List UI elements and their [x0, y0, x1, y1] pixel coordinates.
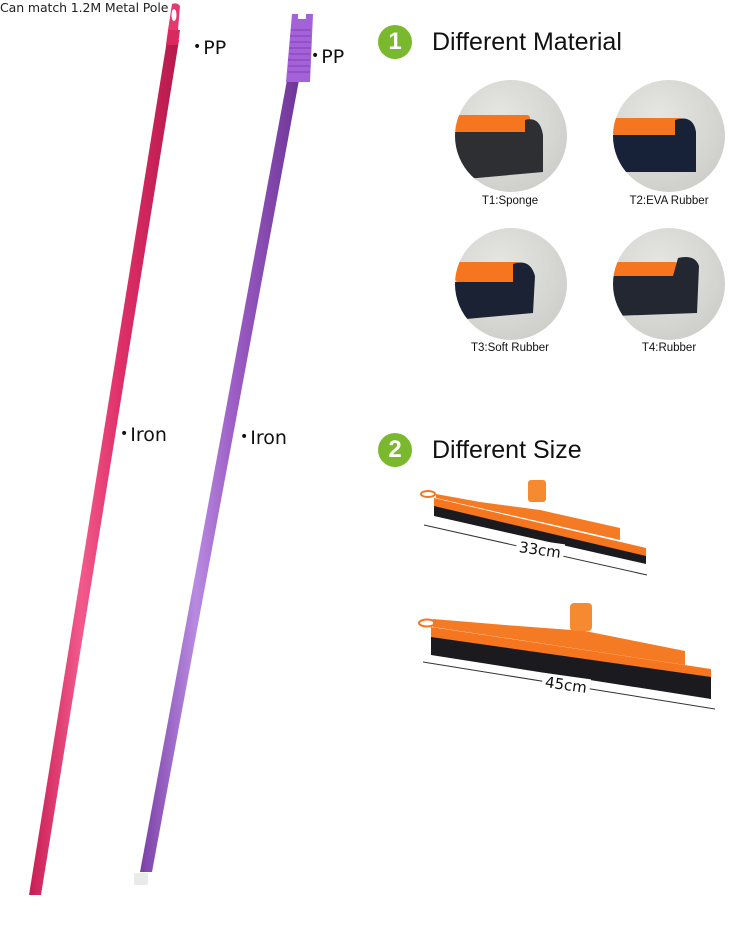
caption-text: Can match 1.2M Metal Pole	[0, 0, 169, 15]
section-material-heading: 1 Different Material	[378, 25, 622, 59]
section-size-heading: 2 Different Size	[378, 433, 582, 467]
section-title: Different Size	[432, 435, 582, 464]
material-swatch-sponge	[455, 80, 567, 192]
number-badge-1: 1	[378, 25, 412, 59]
pink-pole	[29, 3, 180, 895]
material-swatch-soft-rubber	[455, 228, 567, 340]
material-label-t4: T4:Rubber	[641, 342, 697, 354]
pink-handle-label: •PP	[193, 37, 227, 59]
section-title: Different Material	[432, 27, 622, 56]
purple-handle-label: •PP	[311, 46, 345, 68]
squeegee-33cm	[420, 480, 648, 576]
number-badge-2: 2	[378, 433, 412, 467]
material-swatch-eva	[613, 80, 725, 192]
material-swatch-rubber	[613, 228, 725, 340]
poles-illustration	[29, 3, 313, 895]
purple-pole	[134, 14, 313, 885]
squeegee-45cm	[418, 603, 715, 710]
pink-body-label: •Iron	[120, 424, 167, 446]
material-label-t1: T1:Sponge	[481, 195, 539, 207]
material-label-t2: T2:EVA Rubber	[629, 195, 709, 207]
purple-body-label: •Iron	[240, 427, 287, 449]
material-label-t3: T3:Soft Rubber	[471, 342, 549, 354]
